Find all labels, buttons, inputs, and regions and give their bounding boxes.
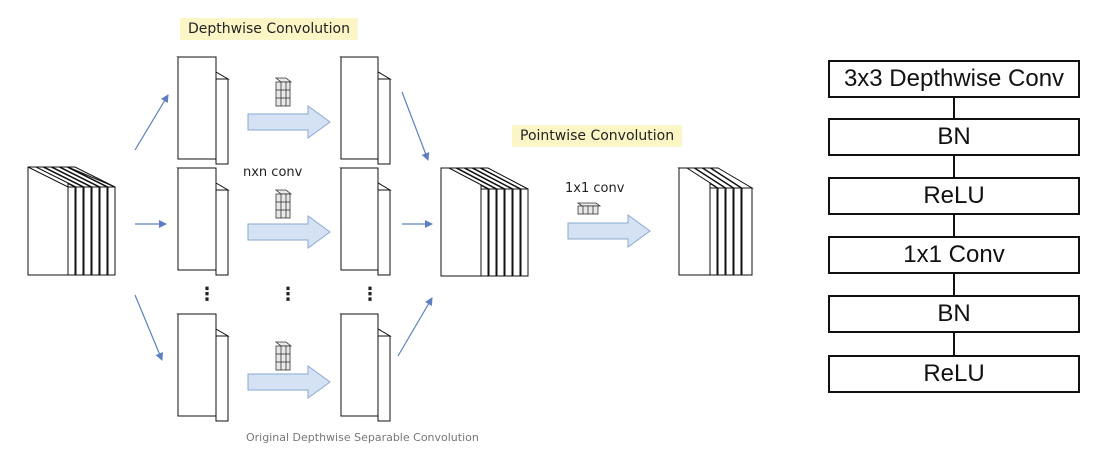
- split-arrow-top: [134, 94, 169, 151]
- pointwise-output-stack: [677, 167, 754, 276]
- ellipsis-col-1: ⋮: [198, 284, 216, 305]
- output-slice-top: [339, 56, 392, 165]
- nxn-conv-label: nxn conv: [243, 165, 303, 180]
- pointwise-arrow: [567, 214, 651, 248]
- output-slice-bottom: [339, 313, 392, 422]
- kernel-icon-middle: [274, 189, 293, 219]
- connector-3: [953, 215, 955, 236]
- ellipsis-col-3: ⋮: [361, 284, 379, 305]
- block-relu-2: ReLU: [828, 355, 1080, 393]
- input-feature-stack: [27, 166, 116, 276]
- 1x1-conv-label: 1x1 conv: [565, 181, 625, 196]
- diagram-caption: Original Depthwise Separable Convolution: [246, 431, 479, 444]
- input-slice-middle: [176, 167, 230, 276]
- input-slice-top: [176, 56, 230, 165]
- depthwise-title: Depthwise Convolution: [180, 18, 358, 40]
- connector-5: [953, 333, 955, 355]
- connector-4: [953, 274, 955, 295]
- block-relu-1: ReLU: [828, 177, 1080, 215]
- input-slice-bottom: [176, 313, 230, 422]
- block-1x1-conv: 1x1 Conv: [828, 236, 1080, 274]
- pointwise-kernel-icon: [576, 202, 602, 215]
- conv-arrow-bottom: [247, 365, 331, 399]
- connector-2: [953, 156, 955, 177]
- split-arrow-bottom: [134, 294, 164, 361]
- depthwise-output-stack: [440, 167, 529, 277]
- ellipsis-col-2: ⋮: [279, 284, 297, 305]
- merge-arrow-top: [401, 91, 430, 161]
- connector-1: [953, 98, 955, 118]
- conv-arrow-middle: [247, 215, 331, 249]
- kernel-icon-top: [274, 77, 293, 107]
- block-bn-1: BN: [828, 118, 1080, 156]
- conv-arrow-top: [247, 105, 331, 139]
- output-slice-middle: [339, 167, 392, 276]
- pointwise-title: Pointwise Convolution: [512, 125, 683, 147]
- block-bn-2: BN: [828, 295, 1080, 333]
- kernel-icon-bottom: [274, 341, 293, 371]
- merge-arrow-bottom: [397, 297, 433, 357]
- block-depthwise-conv: 3x3 Depthwise Conv: [828, 60, 1080, 98]
